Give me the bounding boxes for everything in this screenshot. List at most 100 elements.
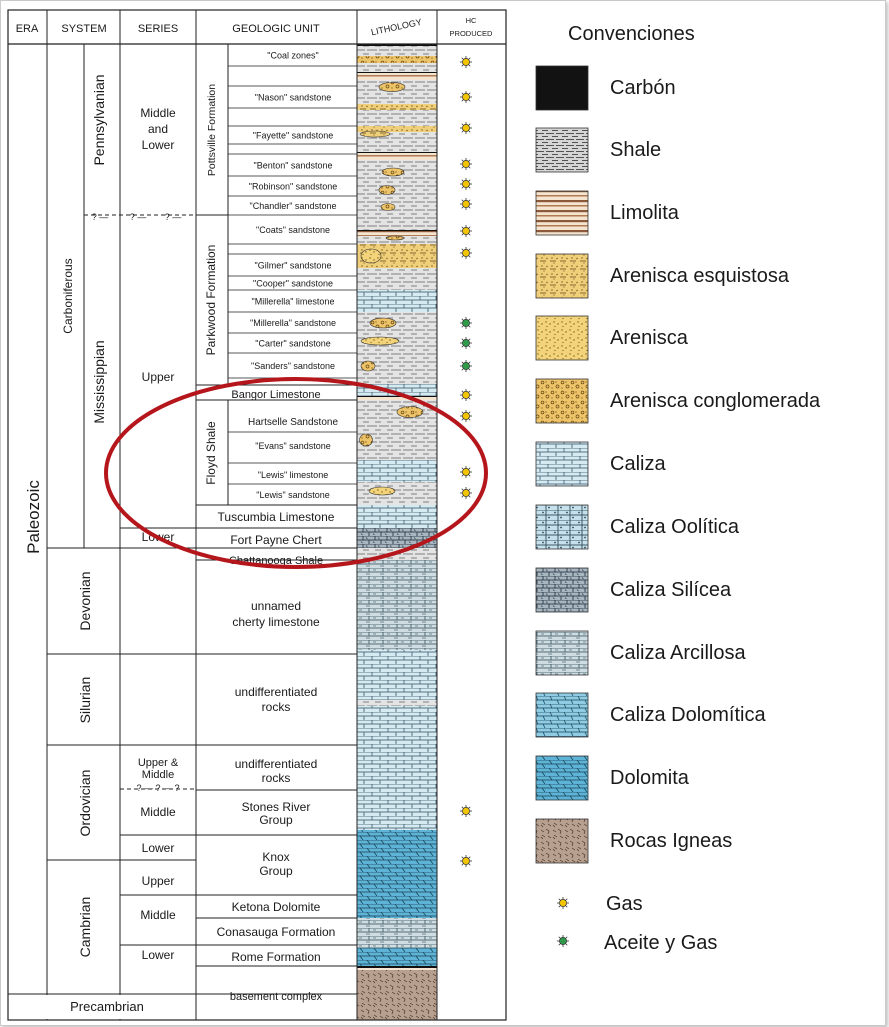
era-paleozoic: Paleozoic [24,480,43,554]
series-camb-upper: Upper [142,874,175,888]
member-lewis-limestone: "Lewis" limestone [258,470,328,480]
boundary-mark: ? — [92,212,109,222]
member-pottsville: "Coal zones" [267,51,318,61]
boundary-mark: ? — [165,212,182,222]
coal-seam [357,72,437,73]
legend-label-gas: Gas [606,893,643,915]
legend-label-dolomite: Dolomita [610,767,690,789]
lithology-layer [357,63,437,72]
sandstone-lens [381,167,405,177]
unit-ordovician-rocks: rocks [262,771,291,785]
system-cambrian: Cambrian [77,897,93,958]
header-hc: HC [466,16,477,25]
legend-label-shaly-sandstone: Arenisca esquistosa [610,265,790,287]
coal-seam [357,44,437,46]
legend-swatch-limestone [535,441,589,487]
legend-label-igneous: Rocas Igneas [610,830,732,852]
gas-marker [460,122,472,134]
legend-swatch-sandstone [535,315,589,361]
lithology-layer [357,230,437,236]
legend-swatch-argillaceous-limestone [535,630,589,676]
lithology-layer [357,706,437,750]
unit-stones-river: Stones River [242,800,311,814]
legend-label-oolitic-limestone: Caliza Oolítica [610,516,740,538]
series-ord-upper: Upper & [138,757,179,769]
series-camb-middle: Middle [140,908,176,922]
series-penn-middle: Middle [140,106,176,120]
lithology-layer [357,700,437,706]
gas-marker [460,855,472,867]
system-carboniferous: Carboniferous [61,258,75,333]
legend-label-dolomitic-limestone: Caliza Dolomítica [610,704,766,726]
header-lithology: LITHOLOGY [370,17,422,37]
unit-fort-payne: Fort Payne Chert [230,533,322,547]
sandstone-lens [359,130,391,138]
lithology-layer [357,650,437,700]
series-camb-lower: Lower [142,948,175,962]
system-silurian: Silurian [77,677,93,724]
lithology-layer [357,900,437,918]
lithology-layer [357,56,437,63]
legend-swatch-siliceous-limestone [535,567,589,613]
lithology-layer [357,290,437,312]
header-series: SERIES [138,23,178,35]
unit-bangor: Bangor Limestone [231,389,320,401]
gas-marker [460,410,472,422]
legend-swatch-dolomitic-limestone [535,692,589,738]
sandstone-lens [368,486,396,496]
series-ord-middle-a: Middle [142,769,174,781]
legend-label-siliceous-limestone: Caliza Silícea [610,579,732,601]
lithology-layer [357,268,437,290]
precambrian-cell [9,995,356,1019]
formation-pottsville: Pottsville Formation [206,84,218,176]
member-parkwood: "Sanders" sandstone [251,361,335,371]
lithology-layer [357,970,437,1020]
sandstone-lens [385,235,405,241]
gas-marker [460,389,472,401]
lithology-layer [357,750,437,830]
unit-unnamed: unnamed [251,599,301,613]
member-parkwood: "Gilmer" sandstone [255,261,332,271]
sandstone-lens [360,248,382,264]
unit-tuscumbia: Tuscumbia Limestone [218,510,335,524]
member-parkwood: "Cooper" sandstone [253,279,333,289]
lithology-layer [357,44,437,56]
unit-ketona: Ketona Dolomite [232,900,321,914]
formation-floyd: Floyd Shale [204,421,218,485]
gas-marker [460,487,472,499]
sandstone-lens [369,317,397,329]
member-parkwood: "Carter" sandstone [255,339,330,349]
gas-marker [460,198,472,210]
sandstone-lens [359,433,373,447]
coal-seam [357,396,437,397]
gas-marker [460,56,472,68]
oil-gas-marker [460,360,472,372]
system-pennsylvanian: Pennsylvanian [91,74,107,165]
sandstone-lens [360,336,400,346]
unit-conasauga: Conasauga Formation [217,925,336,939]
oil-gas-marker [460,337,472,349]
header-system: SYSTEM [61,23,106,35]
legend-label-shale: Shale [610,139,661,161]
legend-label-limestone: Caliza [610,453,666,475]
lithology-layer [357,214,437,230]
gas-marker [460,158,472,170]
member-pottsville: "Chandler" sandstone [250,201,337,211]
gas-marker [460,178,472,190]
coal-seam [357,152,437,153]
lithology-layer [357,948,437,966]
legend-label-siltstone: Limolita [610,202,680,224]
gas-marker [460,247,472,259]
gas-marker [460,466,472,478]
formation-parkwood: Parkwood Formation [204,245,218,356]
system-mississippian: Mississippian [91,340,107,423]
table-border [7,9,507,1021]
legend-swatch-conglomeratic-sandstone [535,378,589,424]
member-hartselle: Hartselle Sandstone [248,417,338,428]
lithology-layer [357,104,437,110]
sandstone-lens [378,185,396,195]
lithology-layer [357,528,437,548]
boundary-mark: ? — [130,212,147,222]
lithology-layer [357,482,437,505]
